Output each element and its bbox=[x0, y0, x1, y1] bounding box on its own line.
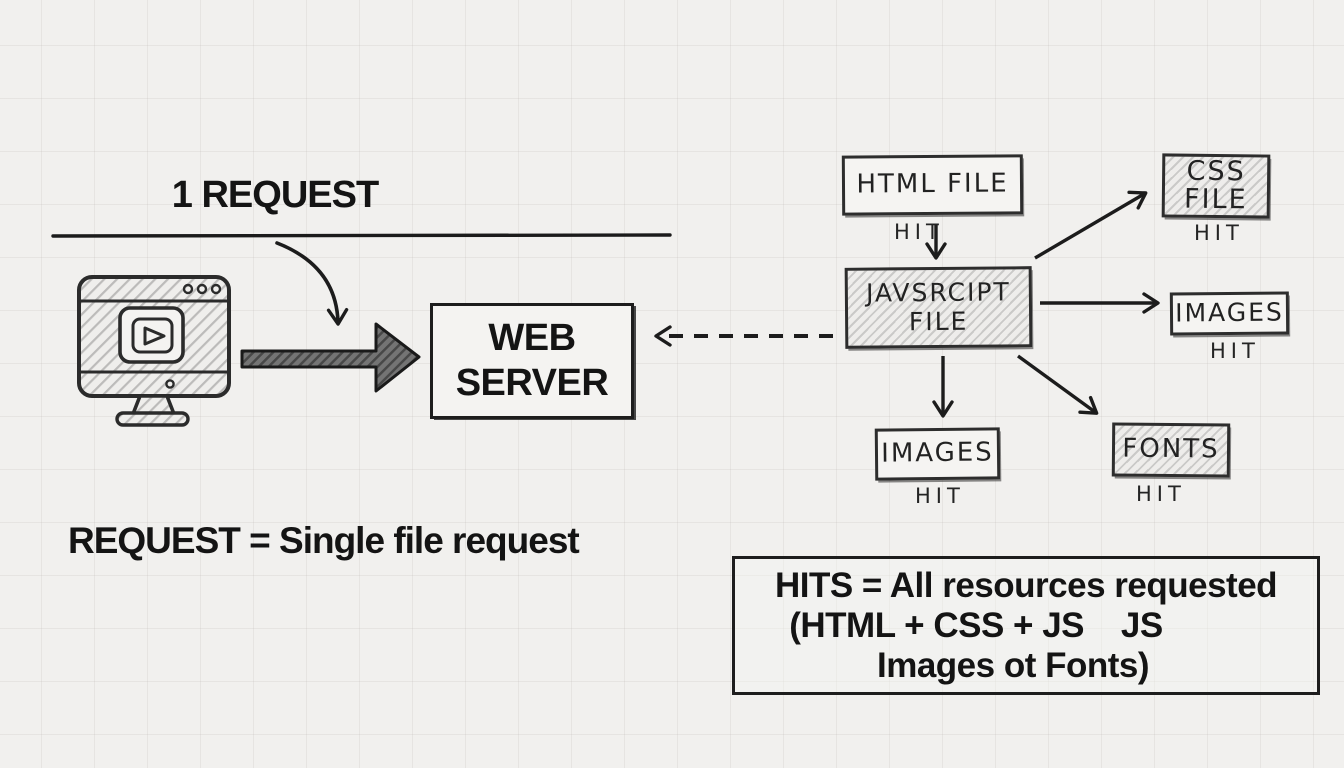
hits-definition-line1: HITS = All resources requested bbox=[774, 565, 1278, 605]
request-definition-caption: REQUEST = Single file request bbox=[68, 520, 580, 561]
title-underline bbox=[51, 233, 672, 238]
javascript-file-label-line2: FILE bbox=[908, 306, 969, 336]
request-title: 1 REQUEST bbox=[171, 174, 379, 216]
fonts-label: FONTS bbox=[1122, 433, 1220, 465]
hit-label-images-bottom: HIT bbox=[915, 484, 965, 508]
images-bottom-label: IMAGES bbox=[881, 437, 994, 469]
images-bottom-box: IMAGES bbox=[874, 427, 1001, 481]
html-file-box: HTML FILE bbox=[841, 154, 1024, 216]
arrow-js-to-fonts bbox=[1017, 354, 1099, 415]
web-server-box: WEB SERVER bbox=[430, 303, 634, 419]
hits-definition-box: HITS = All resources requested (HTML + C… bbox=[732, 556, 1320, 695]
hit-label-fonts: HIT bbox=[1136, 482, 1186, 506]
fonts-box: FONTS bbox=[1111, 422, 1231, 478]
thick-right-block-arrow-icon bbox=[240, 322, 421, 393]
images-right-label: IMAGES bbox=[1175, 297, 1284, 328]
play-icon bbox=[143, 326, 166, 346]
monitor-browser-play-icon bbox=[77, 275, 231, 427]
curved-down-arrow-icon bbox=[275, 241, 349, 326]
javascript-file-label-line1: JAVSRCIPT bbox=[865, 277, 1011, 308]
hit-label-html: HIT bbox=[894, 220, 944, 244]
hits-definition-line3: Images ot Fonts) bbox=[876, 645, 1150, 685]
hit-label-css: HIT bbox=[1194, 221, 1244, 245]
images-right-box: IMAGES bbox=[1169, 291, 1290, 336]
arrow-js-to-css bbox=[1034, 190, 1148, 260]
web-server-label-line1: WEB bbox=[488, 317, 576, 359]
css-file-label-line2: FILE bbox=[1183, 183, 1248, 216]
javascript-file-box: JAVSRCIPT FILE bbox=[844, 266, 1033, 349]
css-file-label-line1: CSS bbox=[1186, 155, 1246, 187]
hit-label-images-right: HIT bbox=[1210, 339, 1260, 363]
web-server-label-line2: SERVER bbox=[455, 362, 609, 404]
html-file-label: HTML FILE bbox=[856, 168, 1009, 200]
css-file-box: CSS FILE bbox=[1161, 153, 1271, 219]
hits-definition-line2: (HTML + CSS + JS JS bbox=[789, 605, 1163, 645]
